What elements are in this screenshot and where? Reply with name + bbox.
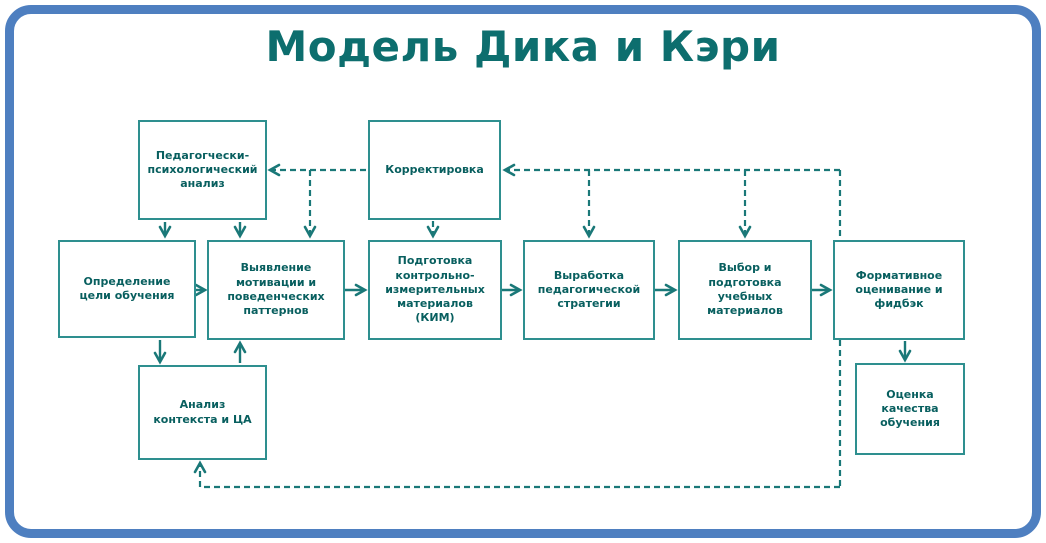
node-ped-analysis: Педагогчески-психологический анализ bbox=[138, 120, 267, 220]
node-label: Выявление мотивации и поведенческих патт… bbox=[227, 261, 325, 318]
node-label: Педагогчески-психологический анализ bbox=[147, 148, 258, 191]
node-label: Корректировка bbox=[385, 162, 484, 176]
diagram-title: Модель Дика и Кэри bbox=[265, 22, 781, 71]
node-label: Анализ контекста и ЦА bbox=[153, 398, 252, 426]
node-opredelenie: Определение цели обучения bbox=[58, 240, 196, 338]
node-formativnoe: Формативное оценивание и фидбэк bbox=[833, 240, 965, 340]
node-ocenka: Оценка качества обучения bbox=[855, 363, 965, 455]
node-vybor: Выбор и подготовка учебных материалов bbox=[678, 240, 812, 340]
node-label: Определение цели обучения bbox=[79, 274, 175, 302]
node-podgotovka: Подготовка контрольно-измерительных мате… bbox=[368, 240, 502, 340]
node-vyrabotka: Выработка педагогической стратегии bbox=[523, 240, 655, 340]
node-label: Формативное оценивание и фидбэк bbox=[855, 268, 943, 311]
node-label: Выработка педагогической стратегии bbox=[537, 268, 641, 311]
node-korrektirovka: Корректировка bbox=[368, 120, 501, 220]
node-label: Подготовка контрольно-измерительных мате… bbox=[385, 254, 485, 325]
node-label: Выбор и подготовка учебных материалов bbox=[707, 261, 783, 318]
node-vyyavlenie: Выявление мотивации и поведенческих патт… bbox=[207, 240, 345, 340]
node-analiz: Анализ контекста и ЦА bbox=[138, 365, 267, 460]
node-label: Оценка качества обучения bbox=[880, 387, 940, 430]
